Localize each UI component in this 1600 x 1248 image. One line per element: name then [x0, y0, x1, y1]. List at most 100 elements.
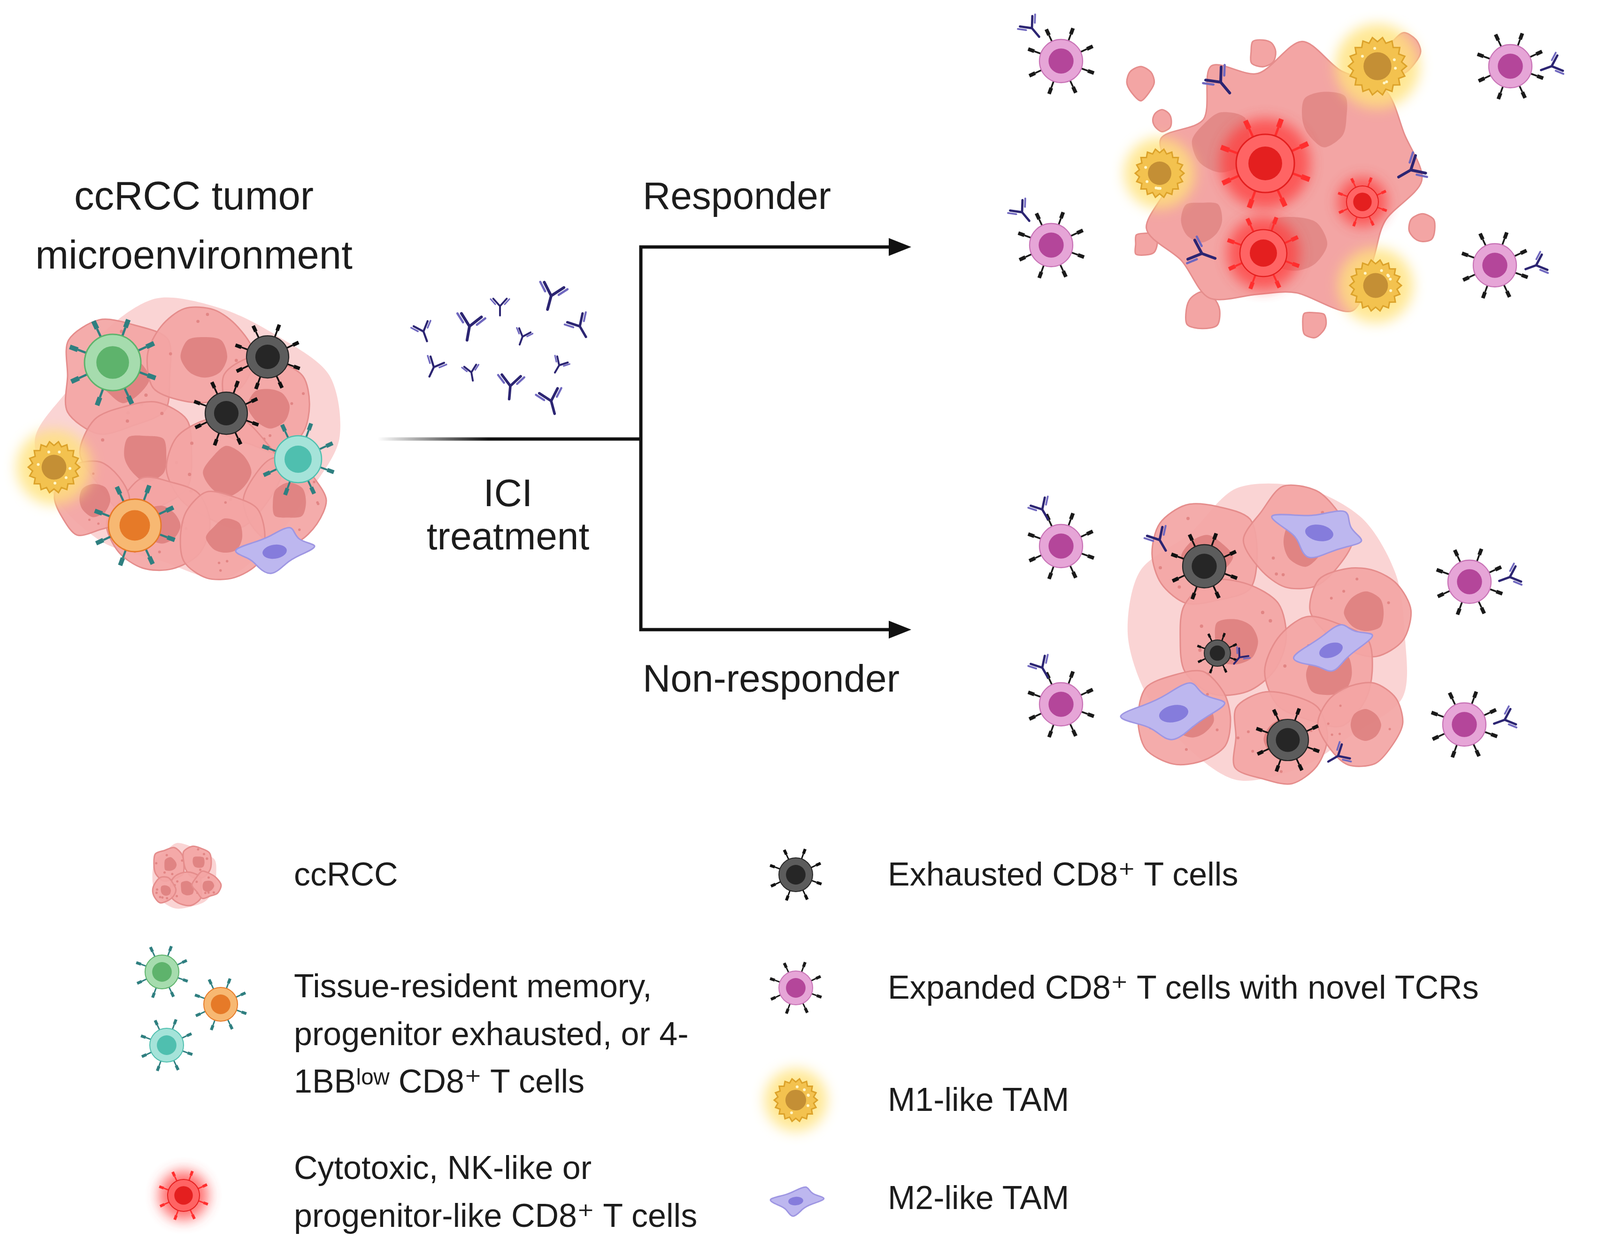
exhausted-t-cell: [245, 401, 252, 405]
antibody: [535, 387, 568, 417]
progenitor-exhausted-t-cell: [156, 1035, 177, 1055]
cytotoxic-t-cell: [1235, 262, 1243, 267]
antibody: [461, 364, 480, 373]
non-responder-tumor: [1028, 483, 1523, 785]
antibody: [1496, 566, 1522, 589]
expanded-t-cell: [1489, 589, 1497, 592]
m2-tam: [769, 1185, 825, 1218]
expanded-t-cell: [1071, 252, 1078, 255]
expanded-t-cell: [1048, 572, 1052, 579]
exhausted-t-cell: [786, 854, 789, 860]
expanded-t-cell: [1537, 76, 1544, 79]
exhausted-t-cell: [276, 376, 280, 383]
exhausted-t-cell: [1209, 645, 1225, 661]
exhausted-t-cell: [235, 345, 242, 348]
m1-tam: [36, 462, 40, 466]
exhausted-t-cell: [1172, 578, 1179, 582]
expanded-t-cell: [1073, 730, 1077, 737]
exhausted-t-cell: [1294, 714, 1298, 721]
progenitor-exhausted-t-cell: [141, 1054, 147, 1057]
trm-t-cell: [169, 946, 172, 951]
expanded-t-cell: [1063, 270, 1067, 277]
cytotoxic-t-cell: [1377, 207, 1383, 210]
cytotoxic-t-cell: [1252, 275, 1255, 283]
treatment-arrows: [377, 238, 912, 639]
m1-tam: [1373, 46, 1377, 50]
antibody: [1521, 251, 1549, 280]
expanded-t-cell: [1519, 85, 1523, 93]
exhausted-t-cell: [1306, 728, 1313, 732]
expanded-t-cell: [1034, 51, 1041, 54]
tumor-cell: [217, 561, 221, 564]
exhausted-t-cell: [811, 880, 817, 883]
tumor-cell: [1274, 572, 1278, 576]
tumor-fragment: [1152, 109, 1172, 132]
expanded-t-cell: [1035, 69, 1042, 73]
m2-tam: [1157, 702, 1190, 725]
expanded-t-cell: [1046, 29, 1050, 36]
antibody: [515, 327, 533, 339]
exhausted-t-cell: [205, 392, 248, 435]
tumor-cell: [159, 895, 162, 899]
expanded-t-cell: [1069, 723, 1073, 731]
expanded-t-cell: [1070, 513, 1074, 520]
exhausted-t-cell: [1273, 709, 1277, 716]
cytotoxic-t-cell: [1229, 266, 1236, 270]
progenitor-exhausted-t-cell: [284, 430, 289, 439]
cytotoxic-t-cell: [1277, 189, 1282, 199]
expanded-t-cell: [811, 993, 817, 996]
exhausted-t-cell: [1201, 658, 1206, 661]
expanded-t-cell: [1081, 553, 1088, 556]
exhausted-t-cell: [287, 363, 294, 367]
expanded-t-cell: [1484, 731, 1492, 735]
tumor-cell: [199, 868, 202, 871]
tumor-cell: [1215, 728, 1219, 732]
expanded-t-cell: [1476, 750, 1480, 757]
progenitor-exhausted-t-cell: [327, 469, 334, 473]
exhausted-t-cell: [1276, 715, 1280, 722]
cytotoxic-t-cell: [1371, 221, 1374, 226]
exhausted-t-cell: [1223, 553, 1231, 557]
exhausted-t-cell: [803, 848, 806, 854]
m1-tam: [16, 429, 92, 505]
exhausted-t-cell: [770, 884, 776, 887]
cytotoxic-t-cell: [1248, 146, 1283, 181]
cytotoxic-t-cell: [159, 1186, 164, 1188]
antibody: [1538, 55, 1563, 78]
antibody: [1322, 741, 1352, 772]
antibody: [422, 356, 444, 380]
exhausted-t-cell: [1192, 592, 1195, 600]
expanded-t-cell: [1431, 691, 1498, 758]
expanded-t-cell: [1048, 730, 1052, 738]
tumor-cell: [1388, 727, 1392, 731]
expanded-t-cell: [1080, 48, 1087, 52]
m2-tam: [1316, 639, 1345, 662]
4-1bb-low-t-cell: [146, 549, 150, 557]
exhausted-t-cell: [292, 342, 299, 346]
tumor-cell: [206, 518, 243, 553]
progenitor-exhausted-t-cell: [284, 488, 288, 495]
expanded-t-cell: [1069, 565, 1073, 572]
exhausted-t-cell: [1211, 539, 1215, 547]
tumor-fragment: [1250, 39, 1277, 67]
m1-tam: [1392, 58, 1396, 62]
expanded-t-cell: [1451, 711, 1477, 737]
expanded-t-cell: [1051, 81, 1054, 88]
expanded-t-cell: [1048, 520, 1052, 527]
m2-tam: [787, 1196, 804, 1207]
exhausted-t-cell: [1192, 540, 1195, 547]
expanded-t-cell: [1489, 569, 1496, 573]
trm-t-cell: [141, 978, 147, 982]
tumor-cell: [180, 491, 265, 580]
branch-label: Non-responder: [642, 656, 900, 700]
trm-t-cell: [125, 319, 129, 328]
4-1bb-low-t-cell: [211, 984, 214, 989]
trm-t-cell: [152, 961, 172, 982]
m1-tam: [795, 1085, 799, 1089]
tumor-cell: [1177, 585, 1181, 589]
exhausted-t-cell: [801, 853, 804, 859]
trm-t-cell: [93, 321, 98, 329]
expanded-t-cell: [769, 978, 775, 981]
progenitor-exhausted-t-cell: [308, 423, 312, 431]
expanded-t-cell: [1048, 691, 1074, 717]
